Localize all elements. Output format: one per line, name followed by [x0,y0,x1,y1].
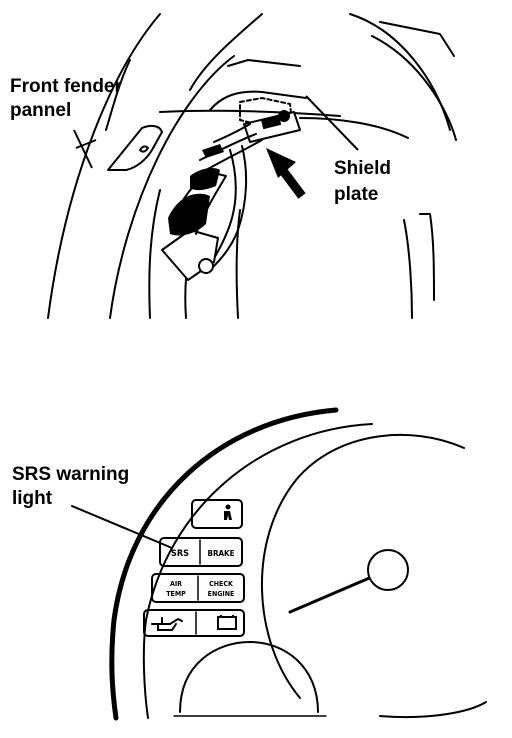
engine-bay-dark-parts [168,144,224,236]
cowl-line [227,59,301,67]
label-shield-line2: plate [334,184,378,205]
seatbelt-icon [224,504,232,520]
unit-knob [198,258,214,274]
fender-leader-tick [75,139,97,149]
oil-pressure-icon [151,617,183,631]
fender-bracket-hole [139,145,149,153]
connector-dark [168,193,210,236]
body-right-lower [419,213,435,301]
fender-curve-inner [109,55,235,319]
srs-leader [71,505,173,549]
wheel-arch-left [148,189,161,319]
harness-2 [205,139,263,171]
indicator-box-seatbelt [191,499,243,529]
indicator-box-srs-brake [159,537,243,567]
indicator-box-temp-check [151,573,245,603]
wheel-arch-right [235,209,241,319]
bezel-inner [142,423,373,719]
indicator-air-temp-line2: TEMP [166,590,186,598]
indicator-air-temp-line1: AIR [170,580,182,588]
fender-curve-outer [47,13,161,319]
clip-dark [202,144,224,158]
hood-line-1 [159,109,341,117]
harness-1 [199,133,257,161]
body-right-lower-2 [403,219,413,319]
lower-gauge [179,640,319,713]
fender-bracket [107,124,163,171]
connector-dark-2 [190,168,220,191]
speedometer-dial-right [379,701,487,719]
strut-tower [209,90,307,111]
shield-leader [305,95,359,151]
indicator-check-engine-line1: CHECK [209,580,234,588]
speedometer-dial [261,433,465,699]
shield-arrow-shaft [280,169,306,199]
label-shield-line1: Shield [334,158,391,179]
speedometer-needle [288,574,376,614]
fender-edge [105,59,131,131]
shield-plate-tab [261,115,281,129]
top-leader-lines [73,95,359,169]
body-right-step [379,21,455,57]
engine-bay-diagram [47,13,457,319]
bezel-outer [109,407,339,721]
shield-plate-bolt [278,110,290,122]
fender-curve-back [189,13,263,91]
battery-icon [217,615,237,630]
harness-3 [213,123,251,143]
body-right-edge [349,13,451,131]
label-srs-line1: SRS warning [12,464,129,485]
label-fender-line2: pannel [10,100,71,121]
body-right-inner [371,35,457,141]
instrument-cluster-diagram [71,407,487,721]
bracket-arm-2 [213,145,248,267]
shield-arrowhead [266,148,296,178]
speedometer-needle-hub [367,549,409,591]
label-srs-line2: light [12,488,53,509]
indicator-check-engine-line2: ENGINE [208,590,235,598]
label-fender-line1: Front fender [10,76,122,97]
hood-line-2 [299,117,409,139]
fender-leader [73,129,93,169]
shield-arrow [266,148,306,199]
indicator-srs: SRS [171,549,189,559]
indicator-box-oil-battery [143,609,245,637]
indicator-brake: BRAKE [207,549,234,558]
